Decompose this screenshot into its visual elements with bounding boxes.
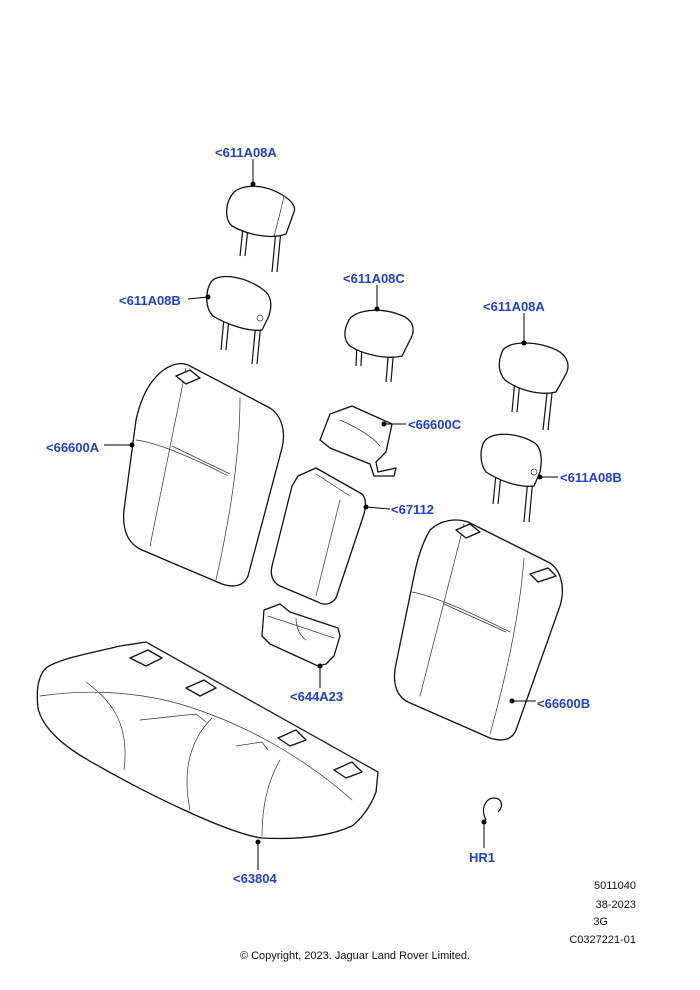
callout-headrest-center[interactable]: <611A08C <box>343 271 405 286</box>
cup-holder <box>261 603 341 667</box>
callout-cushion[interactable]: <63804 <box>233 871 278 886</box>
headrest-right <box>480 433 542 523</box>
backrest-right <box>393 519 563 741</box>
callout-armrest-pad[interactable]: <67112 <box>391 502 434 517</box>
variant-code: 3G <box>593 916 608 928</box>
callout-armrest-cover[interactable]: <66600C <box>408 417 462 432</box>
callout-headrest-top-right[interactable]: <611A08A <box>483 299 545 314</box>
armrest-pad <box>270 467 366 605</box>
armrest-cover <box>319 405 397 477</box>
callout-cup-holder[interactable]: <644A23 <box>290 689 343 704</box>
callout-backrest-right[interactable]: <66600B <box>537 696 590 711</box>
backrest-left <box>122 363 285 587</box>
headrest-top-right <box>498 342 569 431</box>
illustration-code: C0327221-01 <box>569 934 636 946</box>
callout-headrest-right[interactable]: <611A08B <box>560 470 622 485</box>
callout-headrest-top-left[interactable]: <611A08A <box>215 145 277 160</box>
callout-backrest-left[interactable]: <66600A <box>46 440 100 455</box>
model-year: 38-2023 <box>595 899 636 911</box>
headrest-left <box>206 275 272 365</box>
headrest-center <box>344 309 414 383</box>
hog-ring <box>482 797 503 821</box>
callout-headrest-left[interactable]: <611A08B <box>119 293 181 308</box>
headrest-top-left <box>225 185 296 273</box>
reference-number: 5011040 <box>593 880 636 892</box>
callout-hog-ring[interactable]: HR1 <box>469 850 495 865</box>
leader-lines <box>104 159 558 870</box>
seat-cushion <box>36 641 379 840</box>
copyright-notice: © Copyright, 2023. Jaguar Land Rover Lim… <box>239 950 471 962</box>
